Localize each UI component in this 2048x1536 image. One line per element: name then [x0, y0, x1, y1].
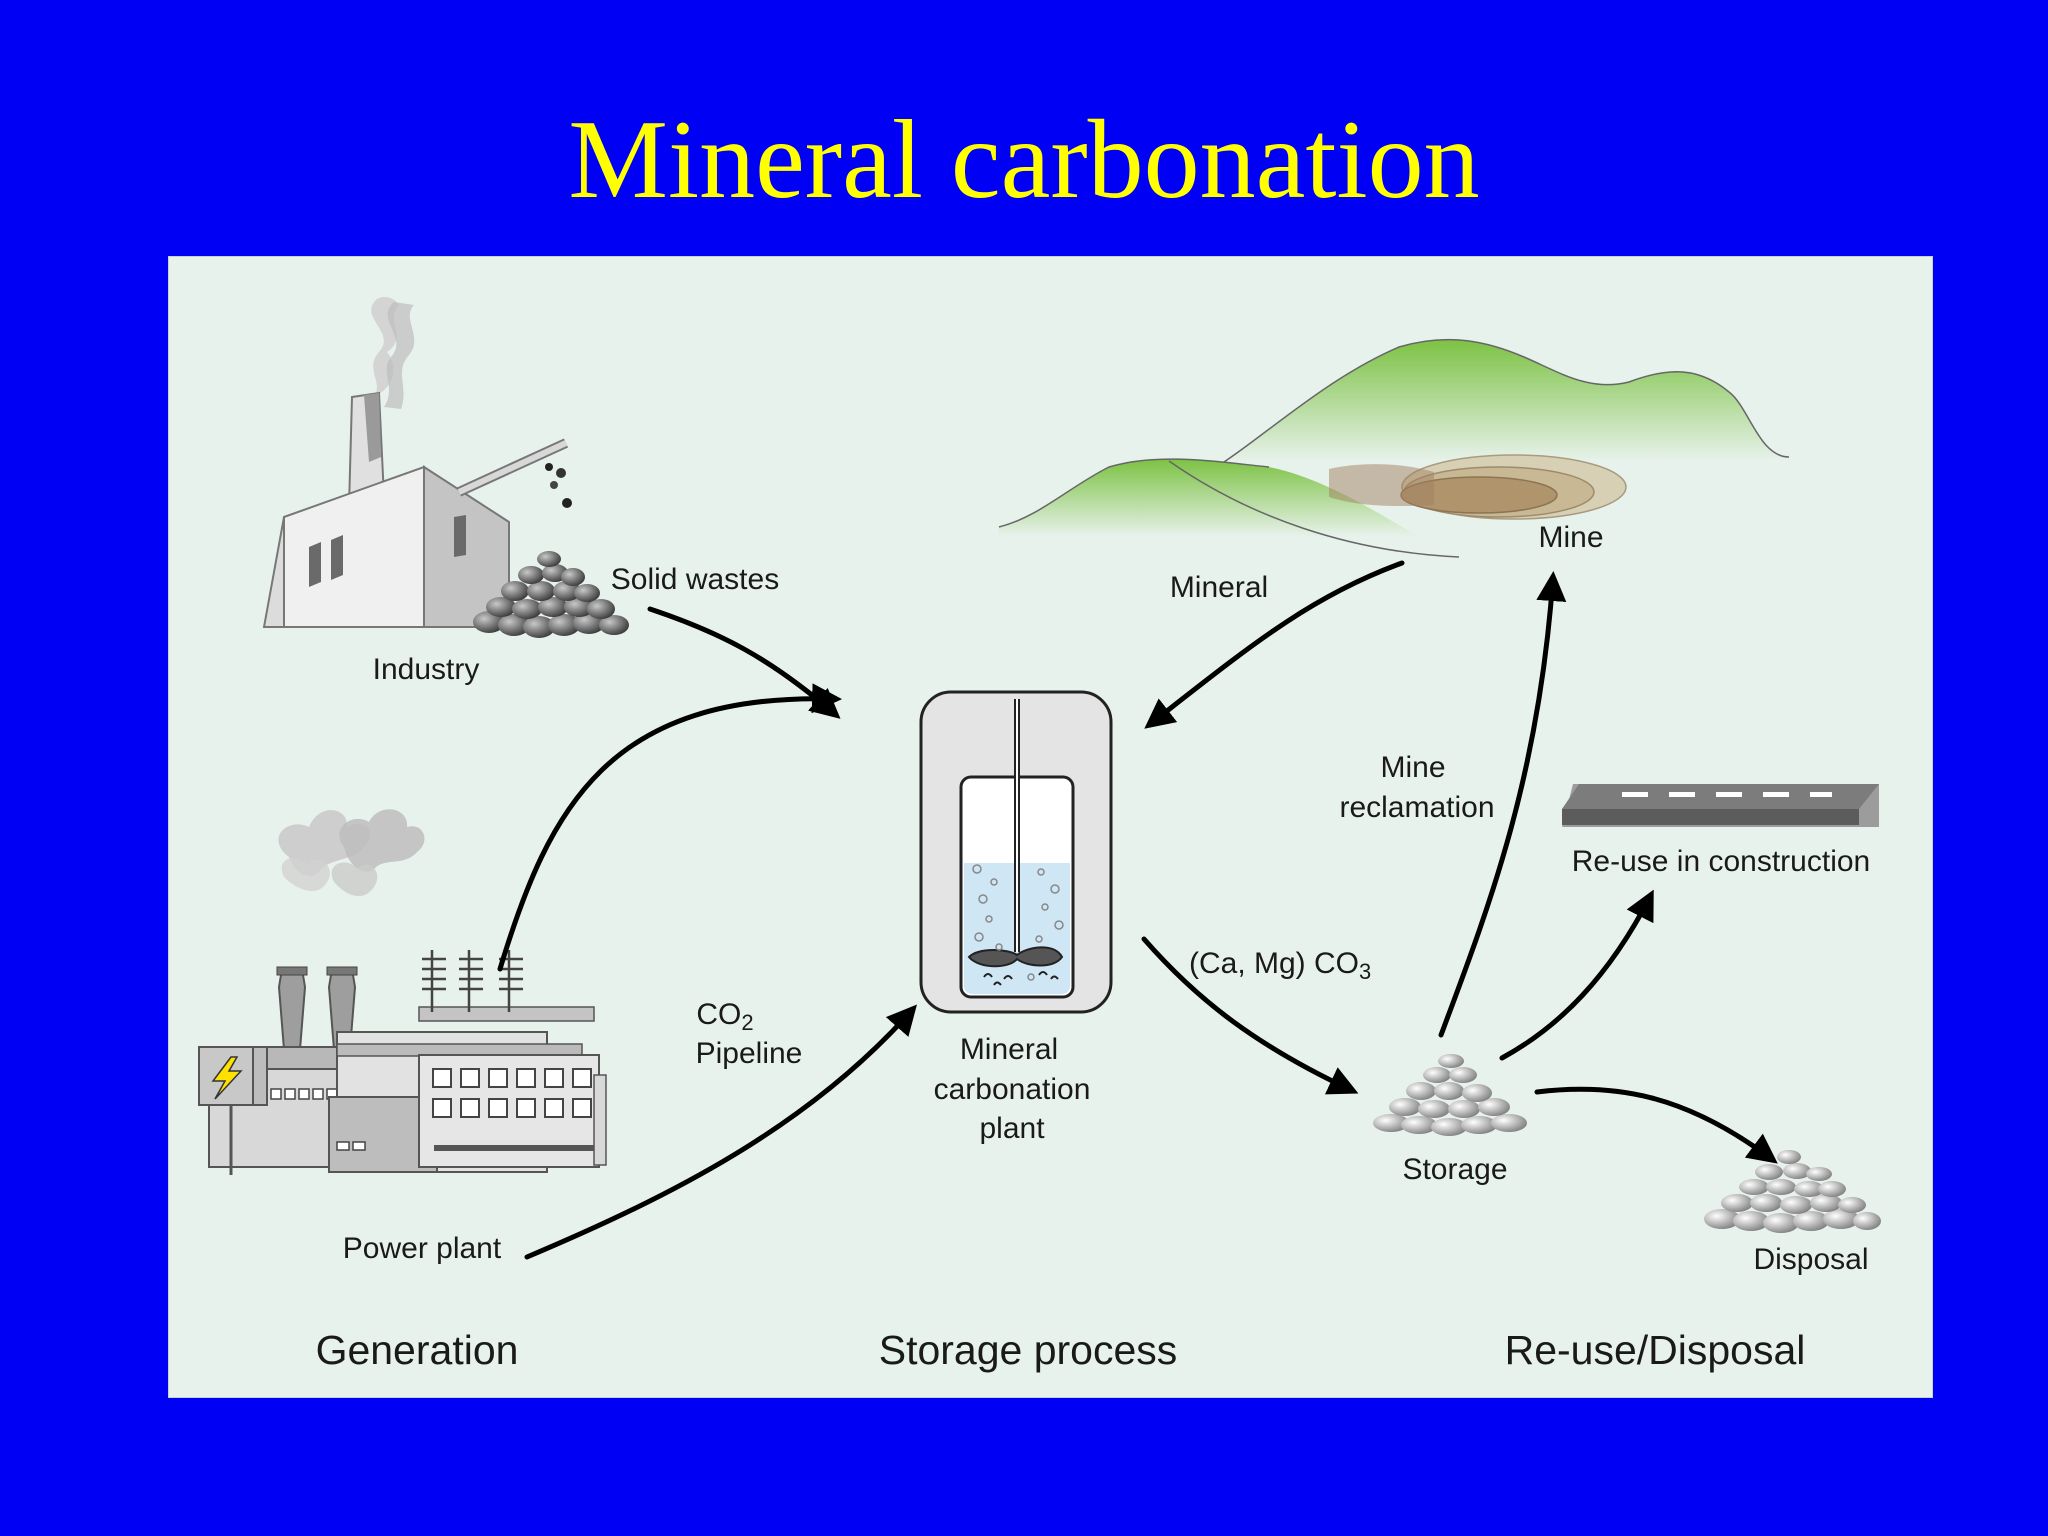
section-reuse-disposal: Re-use/Disposal [1505, 1327, 1806, 1373]
section-storage-process: Storage process [879, 1327, 1178, 1373]
mineral-label: Mineral [1170, 571, 1268, 604]
mine-label: Mine [1538, 521, 1603, 554]
arrow-mineral-to-plant [1144, 560, 1405, 729]
factory-icon [262, 297, 629, 638]
power-plant-label: Power plant [343, 1232, 502, 1265]
flow-arrows [497, 560, 1778, 1260]
arrow-power-to-plant [497, 683, 842, 972]
storage-label: Storage [1402, 1153, 1507, 1186]
mine-reclamation-line2: reclamation [1339, 791, 1494, 824]
arrow-storage-to-disposal [1534, 1086, 1778, 1164]
co2-label: CO2 [696, 998, 753, 1035]
diagram-svg: Industry [198, 297, 1881, 1373]
arrow-storage-to-construction [1499, 889, 1654, 1061]
arrow-co2-pipeline [524, 1004, 917, 1260]
pipeline-label: Pipeline [696, 1037, 803, 1070]
diagram-panel: Industry [168, 256, 1933, 1398]
disposal-label: Disposal [1753, 1243, 1868, 1276]
road-icon [1562, 784, 1879, 827]
solid-wastes-label: Solid wastes [611, 563, 779, 596]
hills-icon [998, 338, 1790, 558]
power-plant-icon [198, 809, 607, 1175]
section-generation: Generation [316, 1327, 519, 1373]
rock-pile-icon [1704, 1150, 1881, 1233]
rock-pile-icon [473, 551, 629, 638]
reuse-construction-label: Re-use in construction [1572, 845, 1870, 878]
plant-label-line2: carbonation [934, 1073, 1091, 1106]
plant-label-line1: Mineral [960, 1033, 1058, 1066]
reactor-icon [919, 690, 1113, 1014]
plant-label-line3: plant [979, 1112, 1045, 1145]
arrow-storage-to-mine [1438, 571, 1567, 1038]
rock-pile-icon [1373, 1054, 1527, 1136]
arrow-plant-to-storage [1141, 936, 1359, 1095]
carbonate-label: (Ca, Mg) CO3 [1189, 947, 1371, 984]
slide-title: Mineral carbonation [568, 98, 1480, 222]
lightning-icon [211, 1056, 243, 1100]
mine-reclamation-line1: Mine [1380, 751, 1445, 784]
industry-label: Industry [373, 653, 480, 686]
